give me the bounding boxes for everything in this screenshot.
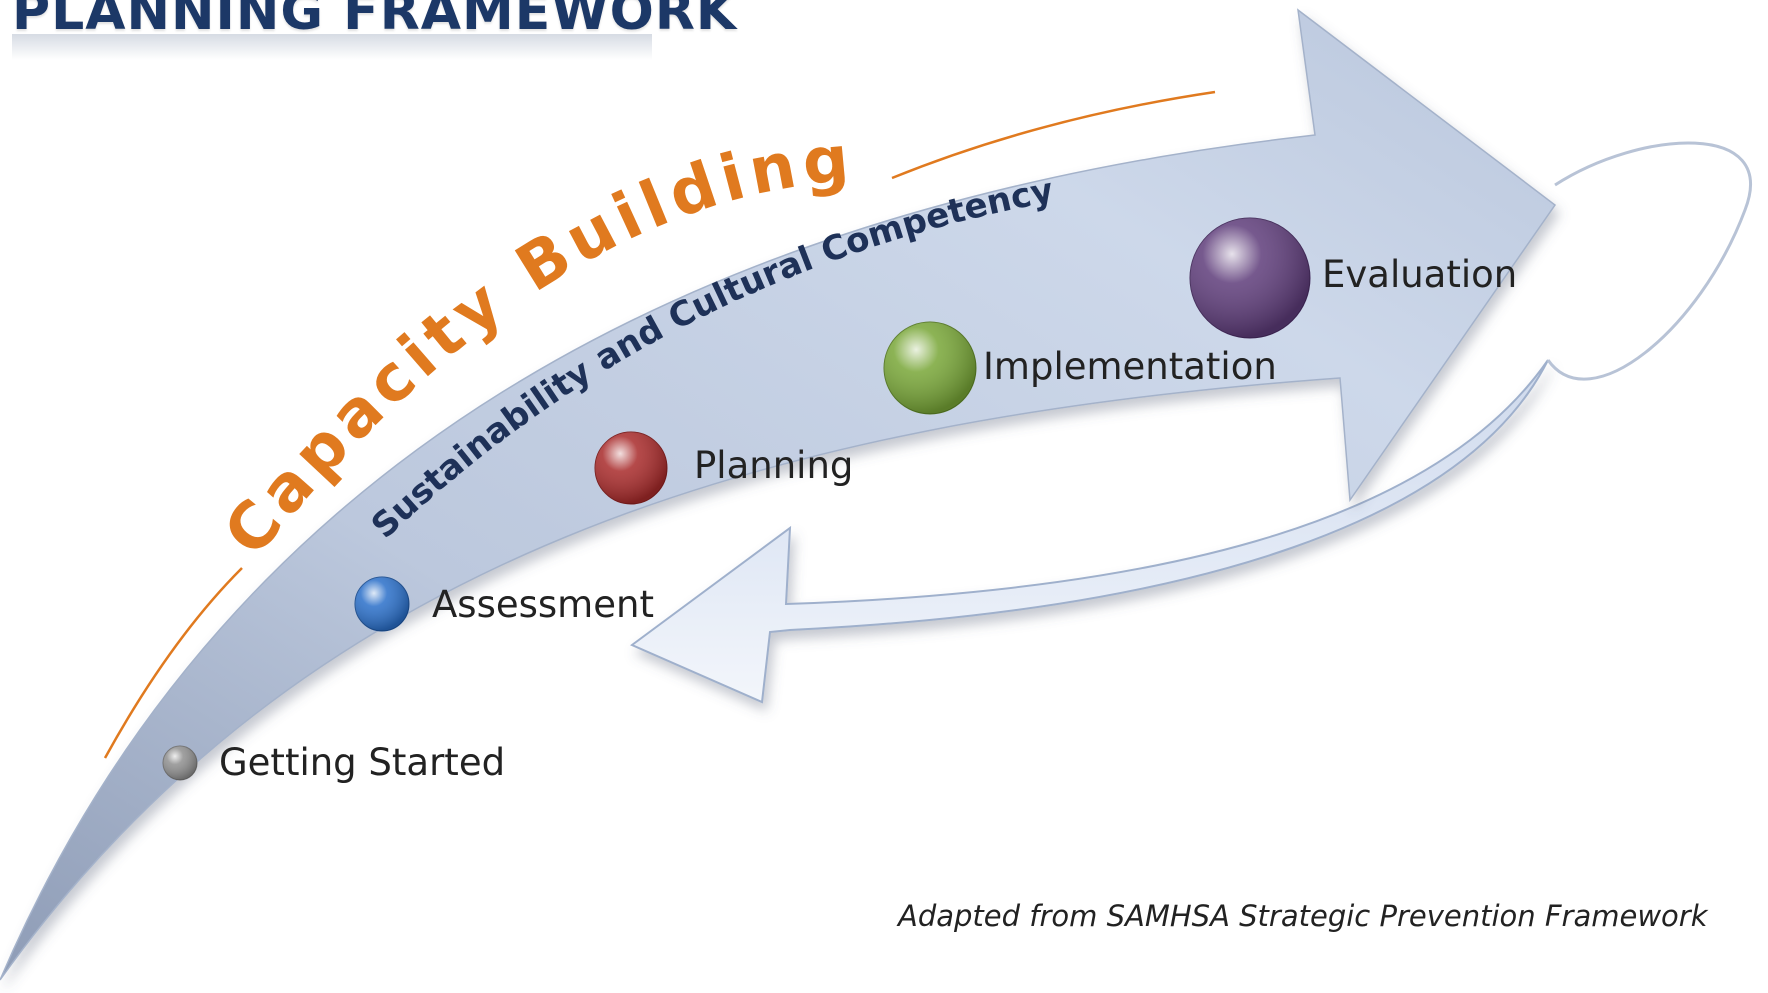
sphere-shine-icon [595, 432, 667, 504]
stage-implementation: Implementation [883, 321, 1277, 415]
stage-getting-started: Getting Started [162, 741, 505, 784]
sphere-shine-icon [163, 746, 197, 780]
source-credit: Adapted from SAMHSA Strategic Prevention… [896, 899, 1709, 933]
stage-label-planning: Planning [694, 444, 853, 487]
loop-swoosh [1546, 141, 1752, 381]
main-arrow [0, 8, 1557, 981]
stage-label-implementation: Implementation [983, 345, 1277, 388]
stage-label-assessment: Assessment [432, 583, 654, 626]
stage-planning: Planning [594, 431, 853, 505]
stage-label-getting-started: Getting Started [219, 741, 505, 784]
return-arrow [630, 359, 1549, 704]
stage-evaluation: Evaluation [1189, 217, 1517, 339]
sphere-shine-icon [884, 322, 976, 414]
stage-assessment: Assessment [354, 576, 654, 632]
sphere-shine-icon [1190, 218, 1310, 338]
orange-arc-upper [891, 90, 1216, 180]
page-title: PLANNING FRAMEWORK [12, 0, 738, 42]
sphere-shine-icon [355, 577, 409, 631]
stage-label-evaluation: Evaluation [1322, 253, 1517, 296]
orange-arc-lower [103, 567, 243, 759]
